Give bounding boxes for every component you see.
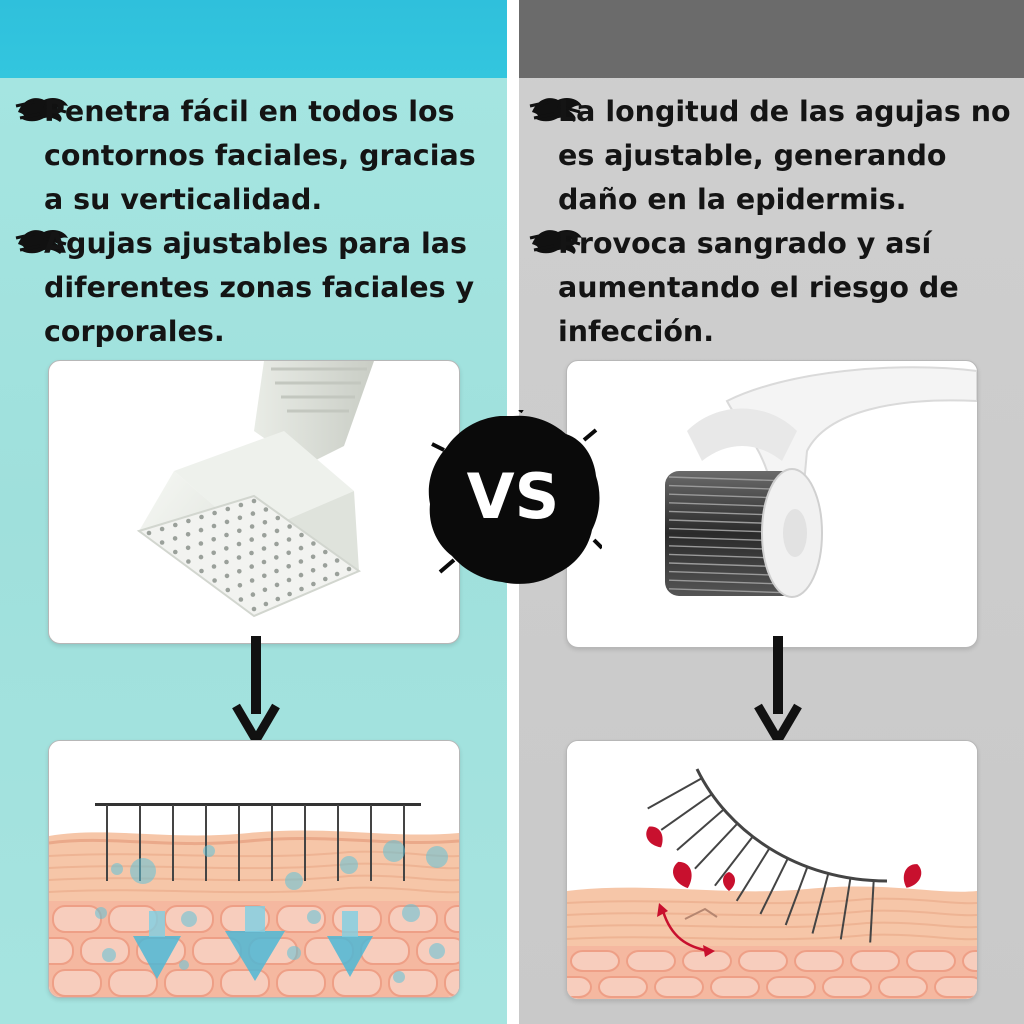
brush-stroke-bullet-icon bbox=[529, 230, 582, 254]
brush-stroke-bullet-icon bbox=[15, 230, 68, 254]
derma-roller-image bbox=[665, 366, 977, 598]
vs-badge: VS bbox=[424, 404, 604, 588]
derma-stamp-card bbox=[48, 360, 460, 644]
vs-label: VS bbox=[467, 460, 560, 533]
left-item-2-text: Agujas ajustables para las diferentes zo… bbox=[44, 227, 475, 348]
skin-diagram-vertical-needles bbox=[48, 740, 460, 998]
brush-stroke-bullet-icon bbox=[529, 98, 582, 122]
left-top-bar bbox=[0, 0, 507, 78]
right-item-1-text: La longitud de las agujas no es ajustabl… bbox=[558, 95, 1011, 216]
down-arrow-icon bbox=[754, 636, 802, 748]
skin-diagram-roller-needles bbox=[566, 740, 978, 1000]
right-item-2: Provoca sangrado y así aumentando el rie… bbox=[529, 222, 1018, 354]
right-top-bar bbox=[519, 0, 1024, 78]
derma-roller-card bbox=[566, 360, 978, 648]
derma-stamp-image bbox=[136, 361, 374, 618]
left-benefits-list: Penetra fácil en todos los contornos fac… bbox=[15, 90, 494, 354]
left-item-1-text: Penetra fácil en todos los contornos fac… bbox=[44, 95, 476, 216]
left-item-1: Penetra fácil en todos los contornos fac… bbox=[15, 90, 494, 222]
right-drawbacks-list: La longitud de las agujas no es ajustabl… bbox=[529, 90, 1018, 354]
right-item-1: La longitud de las agujas no es ajustabl… bbox=[529, 90, 1018, 222]
left-item-2: Agujas ajustables para las diferentes zo… bbox=[15, 222, 494, 354]
down-arrow-icon bbox=[232, 636, 280, 748]
ink-splash-icon: VS bbox=[428, 404, 604, 584]
brush-stroke-bullet-icon bbox=[15, 98, 68, 122]
right-item-2-text: Provoca sangrado y así aumentando el rie… bbox=[558, 227, 959, 348]
